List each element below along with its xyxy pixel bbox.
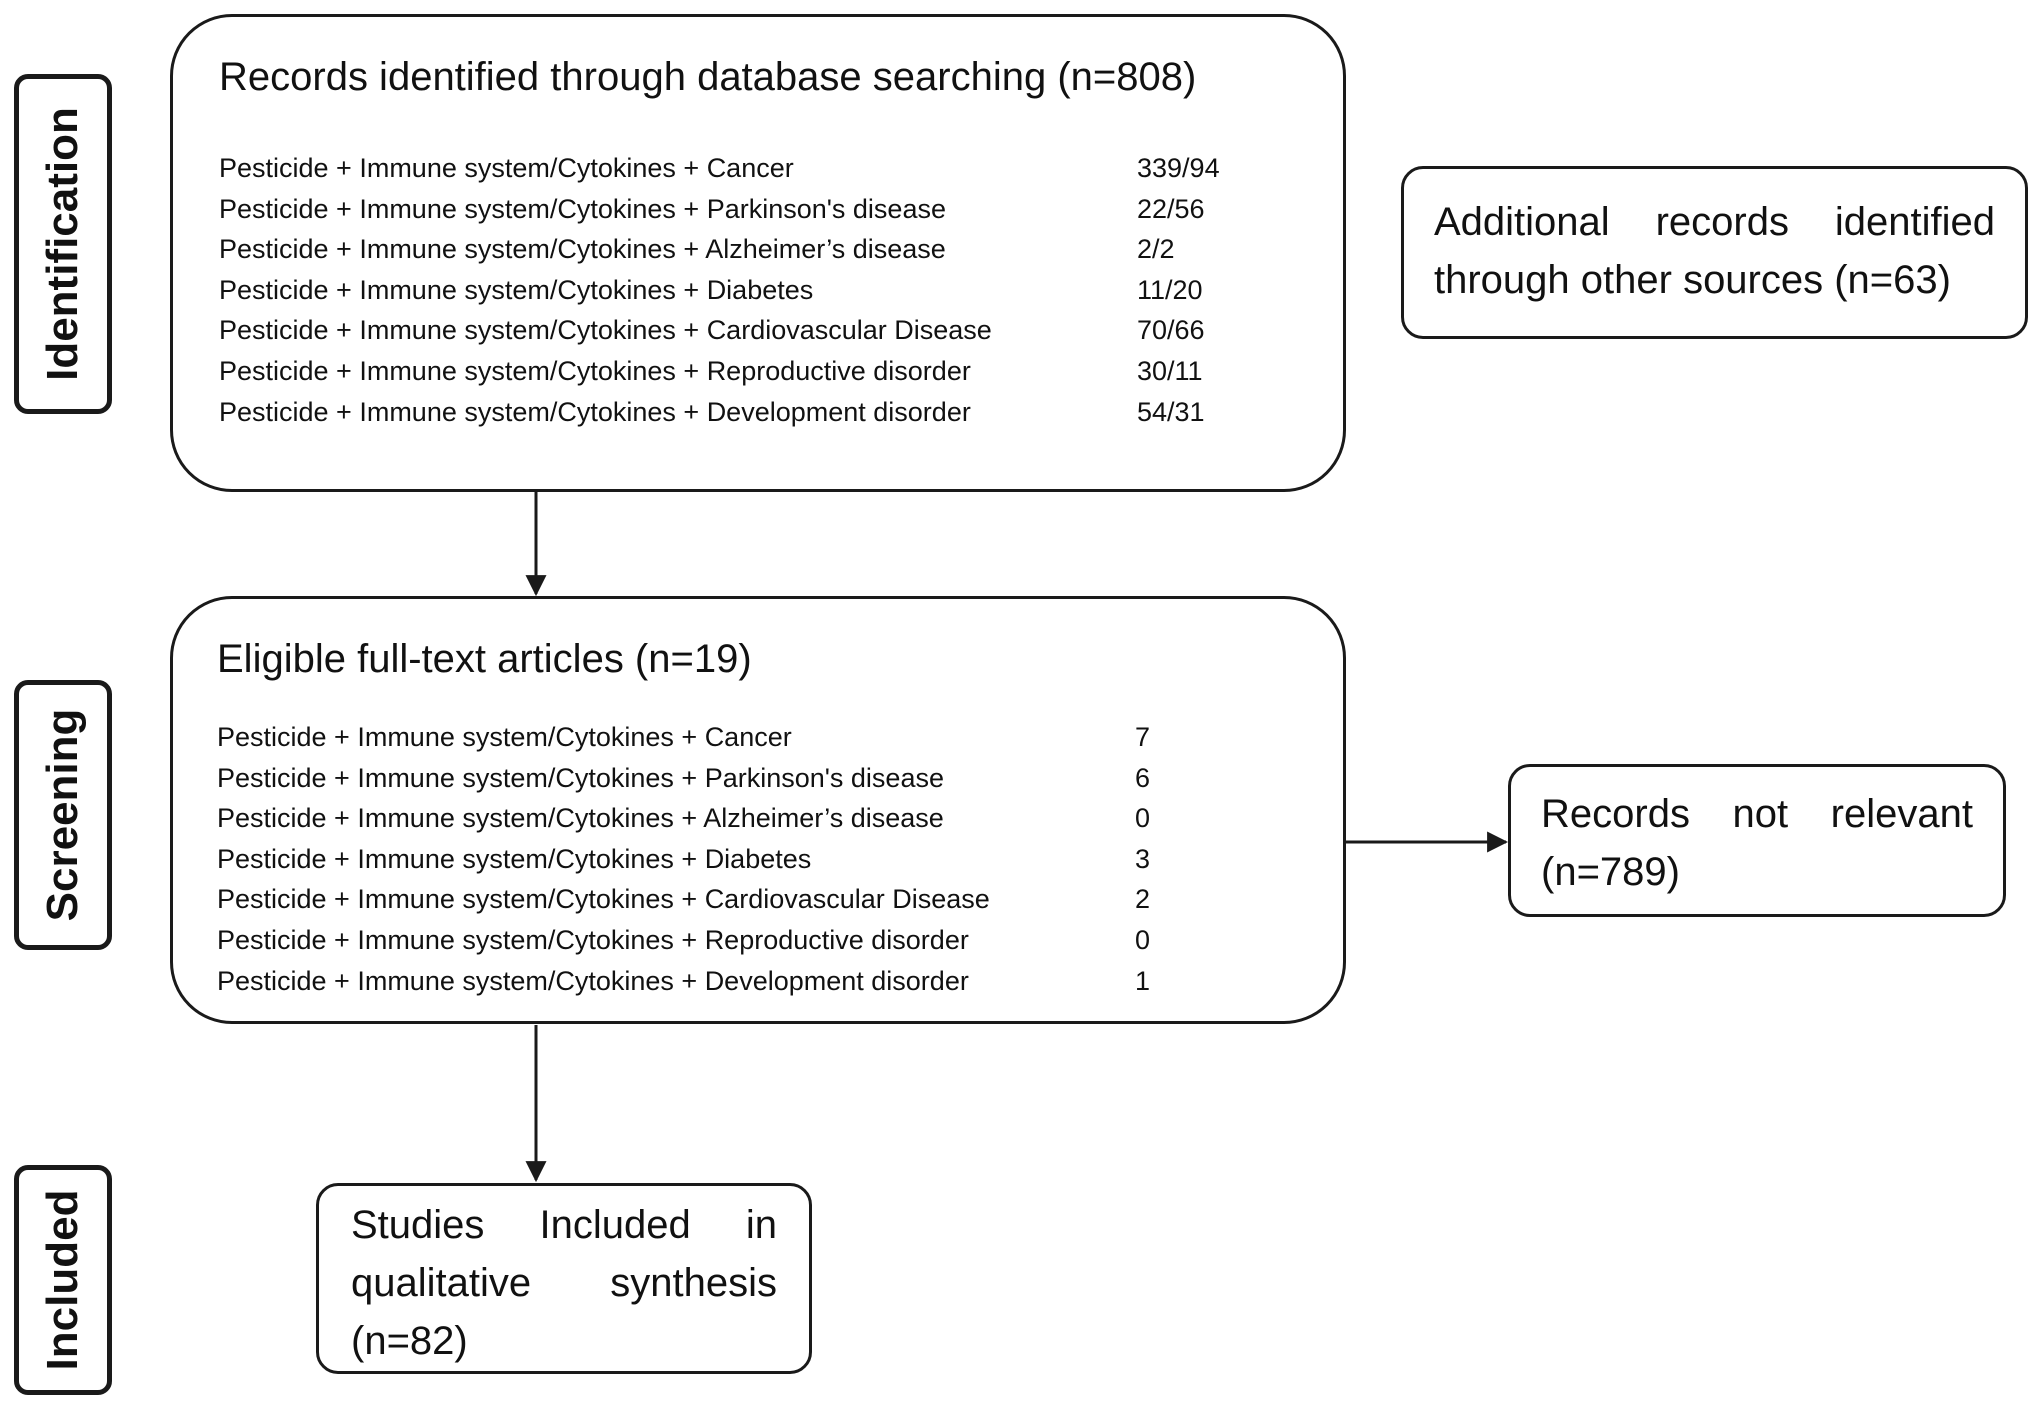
row-count: 1	[1135, 965, 1151, 996]
row-label: Pesticide + Immune system/Cytokines + Ca…	[217, 884, 990, 915]
eligible-articles-title: Eligible full-text articles (n=19)	[217, 637, 752, 681]
stage-identification-label: Identification	[38, 107, 87, 381]
row-label: Pesticide + Immune system/Cytokines + Re…	[217, 924, 969, 955]
additional-records-text: Additional records identified through ot…	[1434, 200, 1995, 302]
row-label: Pesticide + Immune system/Cytokines + Al…	[219, 234, 946, 265]
studies-included-box: Studies Included in qualitative synthesi…	[316, 1183, 812, 1374]
row-label: Pesticide + Immune system/Cytokines + Pa…	[217, 762, 944, 793]
additional-records-box: Additional records identified through ot…	[1401, 166, 2028, 339]
stage-screening: Screening	[14, 680, 112, 950]
stage-included: Included	[14, 1165, 112, 1395]
records-not-relevant-box: Records not relevant (n=789)	[1508, 764, 2006, 917]
row-label: Pesticide + Immune system/Cytokines + Di…	[217, 843, 812, 874]
row-count: 54/31	[1137, 396, 1205, 427]
stage-identification: Identification	[14, 74, 112, 414]
records-identified-title: Records identified through database sear…	[219, 55, 1197, 99]
row-label: Pesticide + Immune system/Cytokines + De…	[217, 965, 969, 996]
row-count: 2	[1135, 884, 1151, 915]
row-count: 22/56	[1137, 193, 1205, 224]
row-count: 0	[1135, 924, 1151, 955]
row-count: 7	[1135, 722, 1151, 752]
row-label: Pesticide + Immune system/Cytokines + Di…	[219, 274, 814, 305]
row-count: 70/66	[1137, 315, 1205, 346]
row-count: 11/20	[1137, 274, 1203, 305]
row-label: Pesticide + Immune system/Cytokines + Re…	[219, 355, 971, 386]
row-count: 0	[1135, 803, 1151, 834]
records-identified-box: Records identified through database sear…	[170, 14, 1346, 492]
row-count: 30/11	[1137, 355, 1203, 386]
stage-included-label: Included	[38, 1189, 87, 1371]
row-label: Pesticide + Immune system/Cytokines + Pa…	[219, 193, 946, 224]
row-label: Pesticide + Immune system/Cytokines + Ca…	[219, 153, 794, 183]
records-not-relevant-text: Records not relevant (n=789)	[1541, 792, 1973, 894]
row-count: 339/94	[1137, 153, 1220, 183]
row-label: Pesticide + Immune system/Cytokines + De…	[219, 396, 971, 427]
row-label: Pesticide + Immune system/Cytokines + Ca…	[217, 722, 792, 752]
eligible-articles-box: Eligible full-text articles (n=19) Pesti…	[170, 596, 1346, 1024]
row-count: 2/2	[1137, 234, 1175, 265]
row-label: Pesticide + Immune system/Cytokines + Ca…	[219, 315, 992, 346]
row-count: 3	[1135, 843, 1151, 874]
stage-screening-label: Screening	[38, 708, 87, 922]
studies-included-text: Studies Included in qualitative synthesi…	[351, 1203, 777, 1363]
row-count: 6	[1135, 762, 1151, 793]
row-label: Pesticide + Immune system/Cytokines + Al…	[217, 803, 944, 834]
